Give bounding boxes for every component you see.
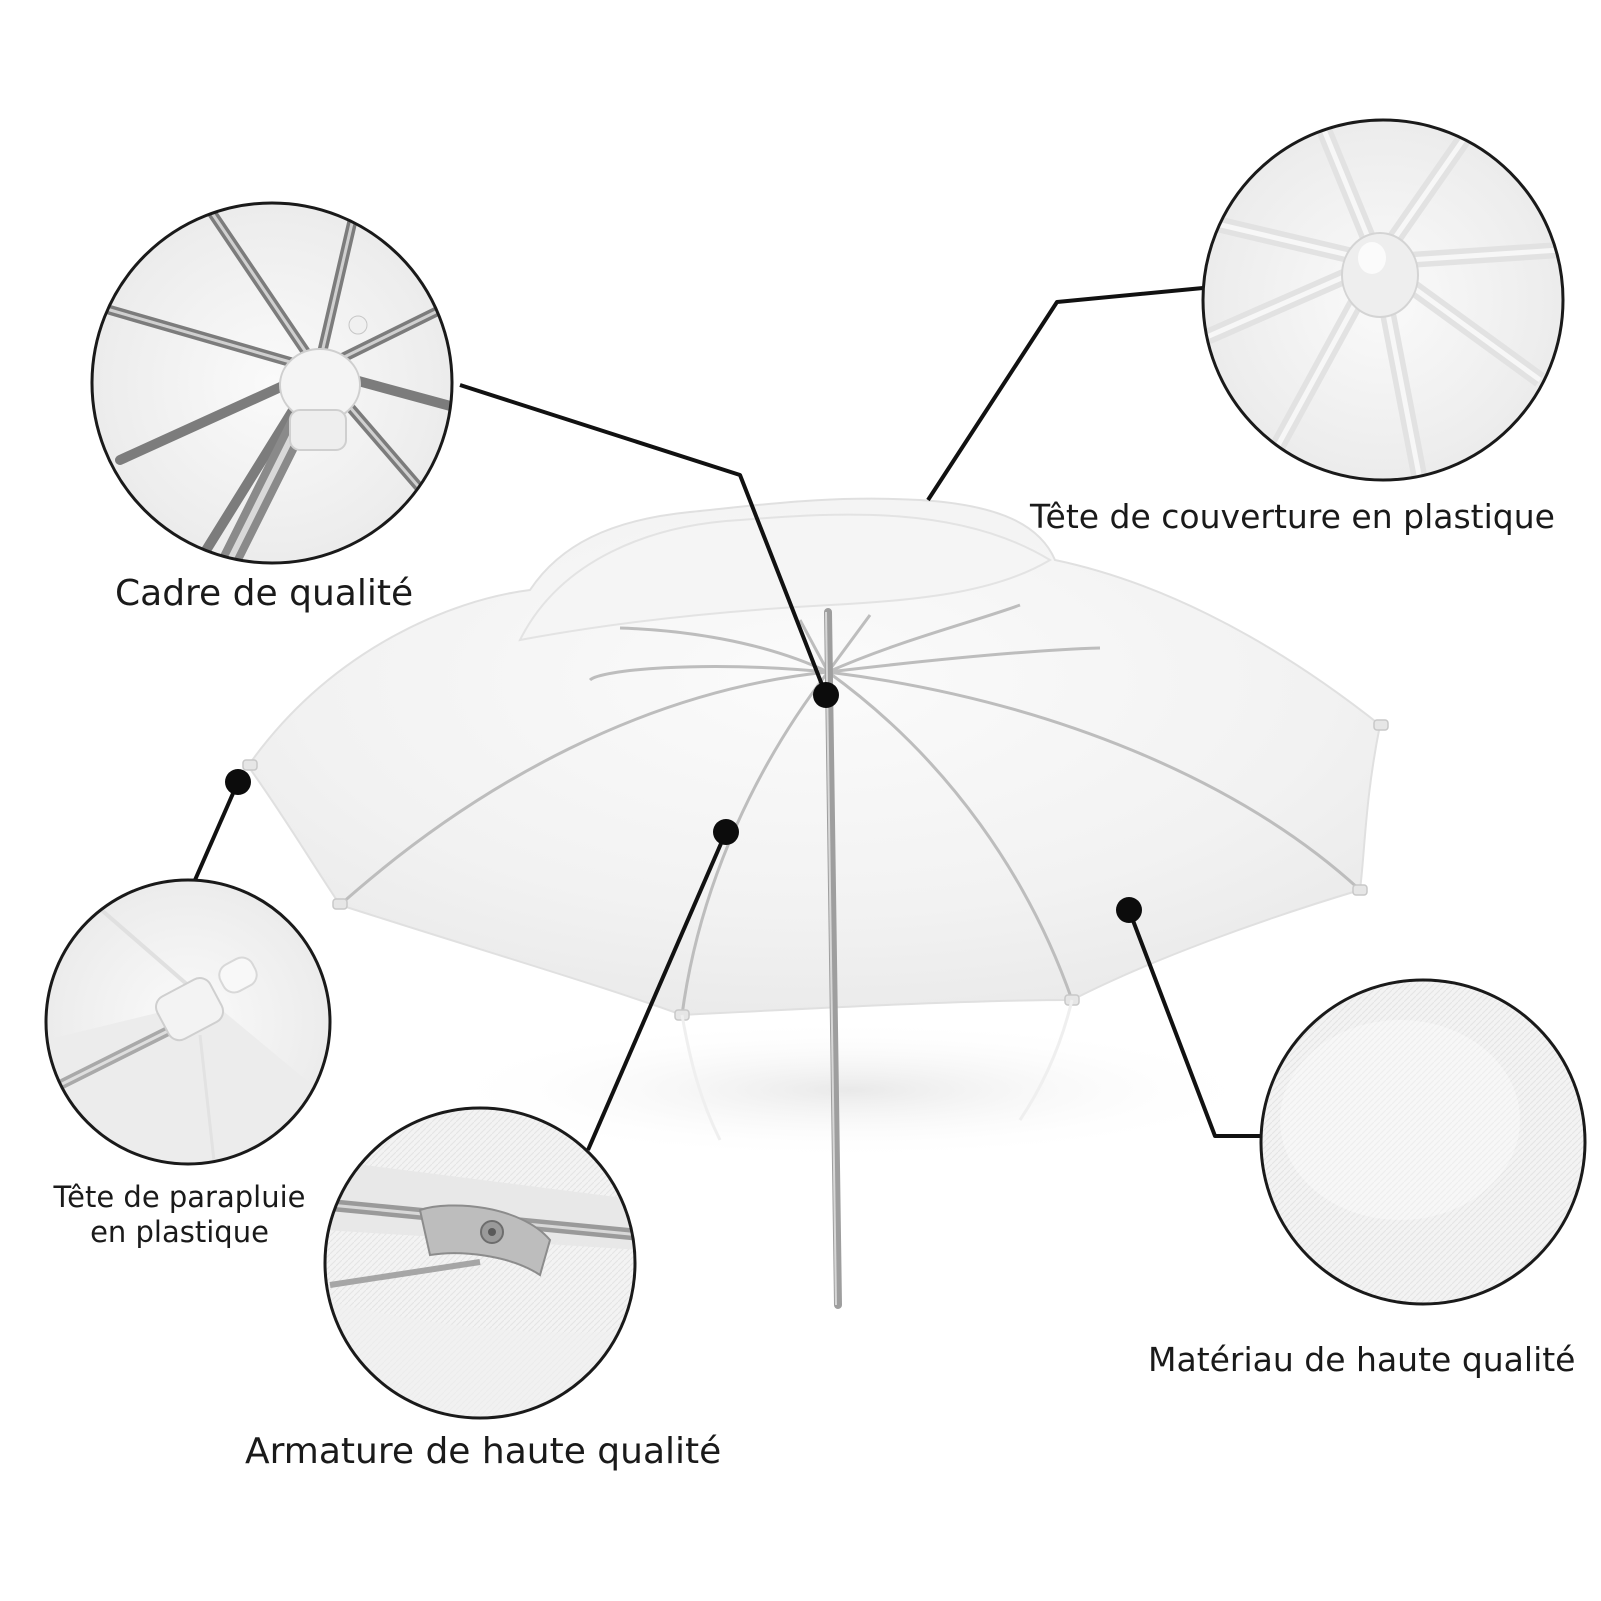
umbrella-reflection	[680, 999, 1074, 1141]
callout-label-tete-parapluie-line2: en plastique	[90, 1214, 269, 1249]
inset-cadre	[90, 201, 454, 565]
anchor-dot-materiau	[1116, 897, 1142, 923]
anchor-dot-tete-parapluie	[225, 769, 251, 795]
anchor-dots	[225, 682, 1142, 923]
anchor-dot-armature	[713, 819, 739, 845]
callout-label-tete-couverture: Tête de couverture en plastique	[1030, 497, 1555, 536]
umbrella-shaft	[824, 608, 842, 1309]
leader-line-cadre	[459, 383, 828, 696]
leader-line-tete-parapluie	[193, 781, 240, 881]
umbrella-ribs	[339, 603, 1362, 1016]
callout-label-cadre: Cadre de qualité	[115, 573, 414, 614]
umbrella	[242, 497, 1389, 1309]
inset-armature	[323, 1106, 637, 1420]
callout-label-materiau: Matériau de haute qualité	[1148, 1340, 1576, 1379]
leader-lines	[193, 286, 1267, 1151]
callout-label-armature: Armature de haute qualité	[245, 1431, 722, 1472]
inset-tete-couverture	[1201, 118, 1565, 482]
leader-line-tete-couverture	[926, 286, 1204, 502]
umbrella-shadow	[430, 1020, 1270, 1160]
inset-tete-parapluie	[44, 878, 332, 1166]
leader-line-materiau	[1127, 909, 1267, 1138]
inset-materiau	[1259, 978, 1587, 1306]
callout-label-tete-parapluie-line1: Tête de parapluie	[53, 1180, 306, 1214]
leader-line-armature	[586, 831, 728, 1151]
canopy-top-panel	[518, 513, 1052, 642]
anchor-dot-cadre	[813, 682, 839, 708]
callout-label-tete-parapluie: Tête de parapluie en plastique	[42, 1180, 317, 1250]
